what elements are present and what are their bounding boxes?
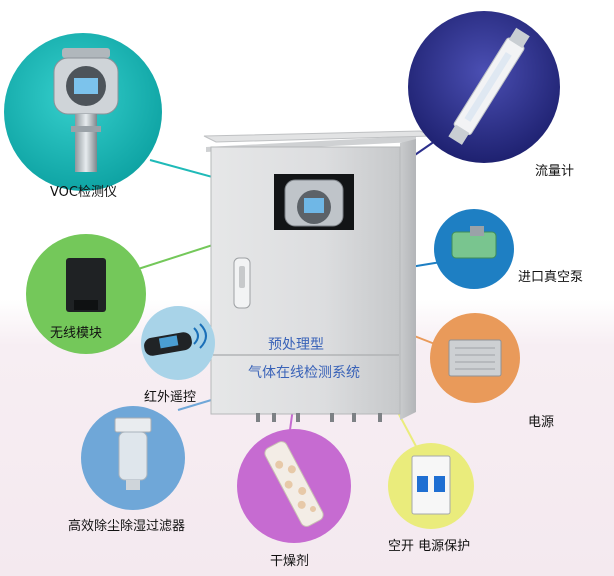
- ir-signal-icon: [193, 323, 207, 349]
- voc-probe-ring: [71, 126, 101, 132]
- voc-top-fitting: [62, 48, 110, 58]
- label-switch: 空开 电源保护: [388, 539, 471, 554]
- flowmeter-bubble: [408, 11, 560, 163]
- breaker-lever-right: [434, 476, 445, 492]
- cabinet: [203, 130, 433, 422]
- cabinet-detector-screen: [304, 198, 324, 213]
- remote-bubble: [141, 306, 215, 380]
- switch-bubble: [388, 443, 474, 529]
- desiccant-bubble: [237, 429, 351, 543]
- voc-screen: [74, 78, 98, 94]
- cabinet-side: [400, 139, 416, 420]
- label-wireless: 无线模块: [50, 326, 103, 341]
- voc-bubble: [4, 33, 162, 191]
- wireless-bubble: [26, 234, 146, 354]
- desiccant-tube: [264, 441, 324, 527]
- breaker-body: [411, 455, 451, 515]
- flowmeter-device: [448, 27, 530, 145]
- cabinet-handle-grip: [239, 266, 245, 288]
- pump-bubble: [434, 209, 514, 289]
- filter-bubble: [81, 406, 185, 510]
- label-filter: 高效除尘除湿过滤器: [68, 519, 186, 534]
- power-supply-unit: [448, 339, 502, 377]
- label-desiccant: 干燥剂: [270, 554, 310, 569]
- wireless-module: [66, 258, 106, 312]
- cabinet-title-line2: 气体在线检测系统: [248, 365, 360, 381]
- label-flowmeter: 流量计: [535, 164, 575, 179]
- filter-drain: [126, 480, 140, 490]
- filter-bowl: [118, 431, 148, 481]
- cabinet-title-line1: 预处理型: [268, 337, 324, 353]
- wireless-connector: [74, 300, 98, 310]
- pump-port: [470, 226, 484, 236]
- voc-probe: [75, 114, 97, 172]
- remote-screen: [158, 335, 179, 349]
- breaker-lever-left: [417, 476, 428, 492]
- filter-head: [114, 417, 152, 433]
- label-pump: 进口真空泵: [518, 270, 584, 285]
- label-remote: 红外遥控: [144, 390, 197, 405]
- power-bubble: [430, 313, 520, 403]
- label-power: 电源: [528, 415, 555, 430]
- label-voc: VOC检测仪: [50, 185, 117, 200]
- cabinet-ports: [256, 413, 382, 422]
- power-vents: [455, 347, 495, 370]
